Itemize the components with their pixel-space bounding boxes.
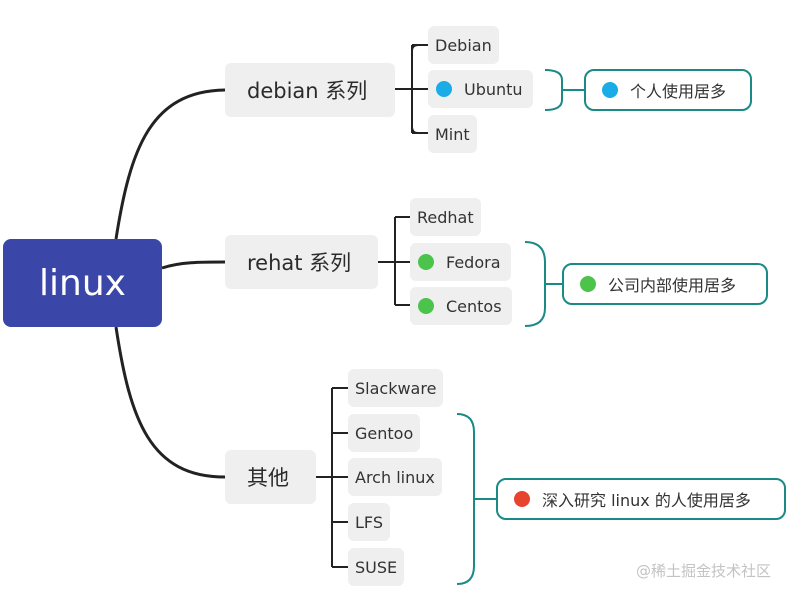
leaf-lfs: LFS: [348, 503, 390, 541]
blue-dot-icon: [602, 82, 618, 98]
leaf-suse-label: SUSE: [355, 557, 398, 577]
leaf-centos-label: Centos: [446, 296, 502, 316]
leaf-mint-label: Mint: [435, 124, 470, 144]
note-rehat-label: 公司内部使用居多: [608, 276, 737, 295]
red-dot-icon: [514, 491, 530, 507]
debian-note-bracket: [544, 69, 585, 111]
leaf-fedora-label: Fedora: [446, 252, 501, 272]
branch-rehat-label: rehat 系列: [247, 251, 352, 275]
leaf-debian-label: Debian: [435, 35, 492, 55]
leaf-gentoo: Gentoo: [348, 414, 421, 452]
root-to-rehat-connector: [161, 260, 226, 270]
note-rehat: 公司内部使用居多: [562, 263, 768, 305]
branch-debian-label: debian 系列: [247, 79, 368, 103]
branch-rehat: rehat 系列: [225, 235, 378, 289]
leaf-slackware-label: Slackware: [355, 378, 437, 398]
root-to-other-connector: [114, 326, 226, 479]
green-dot-icon: [418, 254, 434, 270]
rehat-children-connector: [378, 216, 410, 306]
leaf-suse: SUSE: [348, 548, 405, 586]
root-node-linux: linux: [3, 239, 162, 327]
leaf-ubuntu: Ubuntu: [428, 70, 533, 108]
root-label: linux: [39, 262, 126, 304]
note-other: 深入研究 linux 的人使用居多: [496, 478, 786, 520]
leaf-centos: Centos: [410, 287, 512, 325]
note-debian: 个人使用居多: [584, 69, 752, 111]
green-dot-icon: [418, 298, 434, 314]
note-debian-label: 个人使用居多: [630, 82, 727, 101]
root-to-debian-connector: [114, 88, 226, 240]
note-other-label: 深入研究 linux 的人使用居多: [542, 491, 751, 510]
leaf-debian: Debian: [428, 26, 499, 64]
leaf-fedora: Fedora: [410, 243, 511, 281]
leaf-slackware: Slackware: [348, 369, 444, 407]
leaf-arch-linux-label: Arch linux: [355, 467, 435, 487]
other-note-bracket: [456, 413, 496, 585]
leaf-arch-linux: Arch linux: [348, 458, 442, 496]
branch-other-label: 其他: [247, 466, 289, 490]
debian-children-connector: [395, 44, 428, 134]
leaf-mint: Mint: [428, 115, 477, 153]
leaf-redhat: Redhat: [410, 198, 481, 236]
green-dot-icon: [580, 276, 596, 292]
blue-dot-icon: [436, 81, 452, 97]
branch-debian: debian 系列: [225, 63, 395, 117]
leaf-ubuntu-label: Ubuntu: [464, 79, 523, 99]
leaf-redhat-label: Redhat: [417, 207, 474, 227]
branch-other: 其他: [225, 450, 316, 504]
watermark-text: @稀土掘金技术社区: [635, 562, 771, 580]
leaf-gentoo-label: Gentoo: [355, 423, 414, 443]
rehat-note-bracket: [524, 241, 562, 327]
leaf-lfs-label: LFS: [355, 512, 383, 532]
other-children-connector: [316, 387, 348, 568]
